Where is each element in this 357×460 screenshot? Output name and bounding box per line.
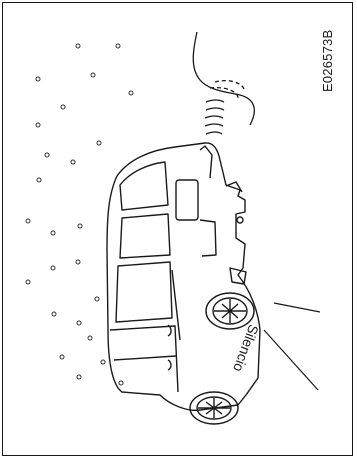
roadside [193, 32, 254, 125]
callout-lines [264, 303, 320, 390]
signal-waves [205, 100, 224, 134]
rear-wheel [190, 392, 238, 424]
figure-code: E026573B [320, 30, 335, 92]
snowflakes [26, 44, 133, 385]
